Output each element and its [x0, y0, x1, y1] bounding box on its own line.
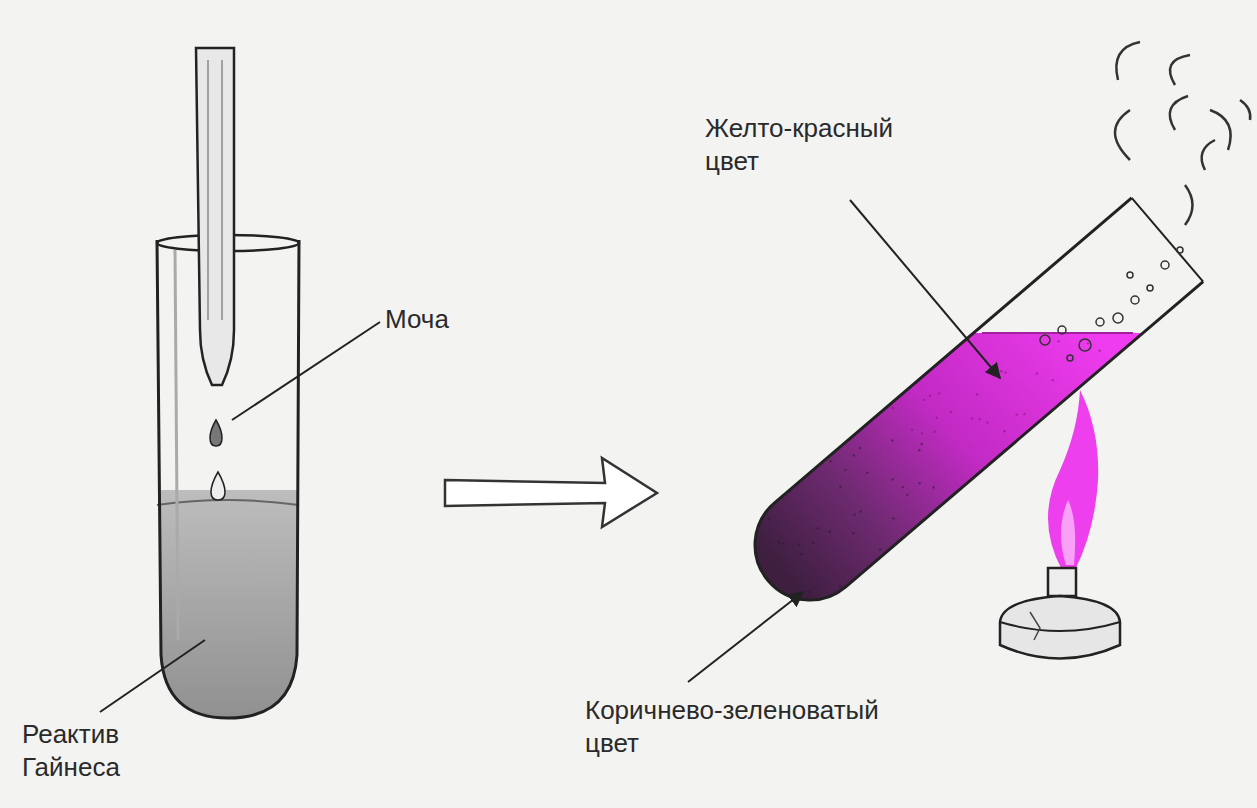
process-arrow: [445, 458, 657, 527]
leader-line: [100, 640, 205, 712]
test-tube-right: [700, 198, 1203, 653]
part-label: Реактив Гайнеса: [22, 718, 172, 783]
part-label: Моча: [385, 303, 505, 336]
leader-line: [688, 592, 803, 682]
spirit-lamp: [1000, 390, 1120, 659]
part-label: Желто-красный цвет: [705, 112, 925, 177]
leader-line: [850, 200, 1000, 378]
leader-line: [232, 322, 380, 420]
pipette: [196, 48, 234, 500]
steam: [1115, 42, 1250, 225]
part-label: Коричнево-зеленоватый цвет: [585, 694, 915, 759]
